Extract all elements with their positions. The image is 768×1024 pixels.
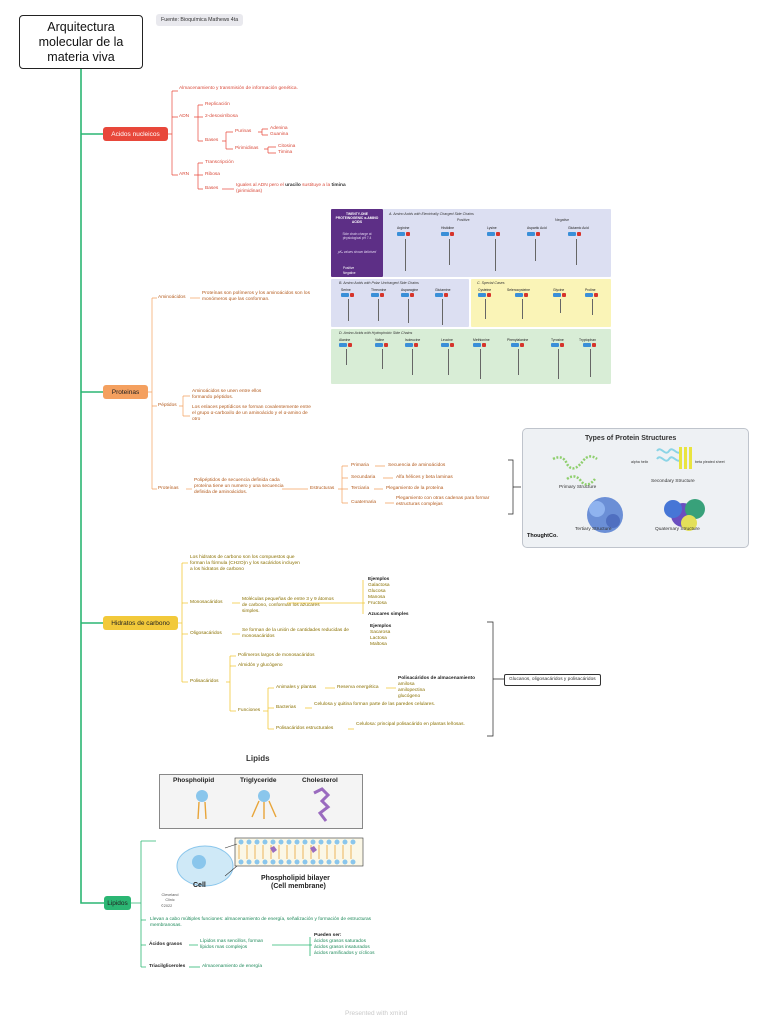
oligosacaridos-desc: Se forman de la unión de cantidades redu… (242, 628, 349, 639)
proteinas-desc: Polipéptidos de secuencia definida cada … (194, 478, 284, 495)
acidos-grasos-tipo: ácidos grasos insaturados (314, 945, 370, 950)
lipid-molecules-illustration (196, 787, 331, 822)
nivel-secundaria-desc: Alfa hélices y beta laminas (396, 475, 453, 480)
map-title: Arquitectura molecular de la materia viv… (19, 15, 143, 69)
adn-guanina: Guanina (270, 132, 289, 137)
aminoacidos-desc: Proteínas son polímeros y los aminoácido… (202, 291, 310, 302)
triacilgliceroles-desc: Almacenamiento de energía (202, 964, 262, 969)
polisacaridos-desc-2: Almidón y glucógeno (238, 663, 283, 668)
oligo-ejemplos-title: Ejemplos (370, 624, 392, 629)
adn-timina: Timina (278, 150, 293, 155)
node-proteinas[interactable]: Proteinas (103, 385, 148, 399)
funcion-reserva: Reserva energética (337, 685, 379, 690)
bilayer-sublabel: (Cell membrane) (271, 883, 326, 890)
mono-ejemplo: Glucosa (368, 589, 386, 594)
footer-credit: Presented with xmind (345, 1010, 408, 1017)
funcion-estructurales: Polisacáridos estructurales (276, 726, 334, 731)
mono-ejemplo: Galactosa (368, 583, 390, 588)
almacenamiento-item: amilosa (398, 682, 415, 687)
peptidos-label: Péptidos (158, 403, 177, 408)
monosacaridos-label: Monosacáridos (190, 600, 223, 605)
lipidos-intro: Llevan a cabo múltiples funciones: almac… (150, 917, 372, 928)
arn-transcripcion: Transcripción (205, 160, 234, 165)
polisacaridos-label: Polisacáridos (190, 679, 219, 684)
polisacaridos-desc-1: Polímeros largos de monosacáridos (238, 653, 315, 658)
node-hidratos-de-carbono[interactable]: Hidratos de carbono (103, 616, 178, 630)
proteinas-sub-label: Proteínas (158, 486, 179, 491)
mono-ejemplo: Manosa (368, 595, 386, 600)
node-acidos-nucleicos[interactable]: Acidos nucleicos (103, 127, 168, 141)
arn-bases-desc: Iguales al ADN pero el uracilo sustituye… (236, 183, 346, 194)
nivel-terciaria-desc: Plegamiento de la proteína (386, 486, 444, 491)
funcion-bacterias-desc: Celulosa y quitina forman parte de las p… (314, 702, 436, 707)
acidos-grasos-tipo: ácidos grasos saturados (314, 939, 366, 944)
arn-label: ARN (179, 172, 190, 177)
adn-purinas: Purinas (235, 129, 252, 134)
nivel-primaria: Primaria (351, 463, 369, 468)
adn-desoxirribosa: 2-desoxirribosa (205, 114, 238, 119)
arn-bases: Bases (205, 186, 219, 191)
funcion-bacterias: Bacterias (276, 705, 296, 710)
aa-panel-c: C. Special Cases Cysteine Selenocysteine… (471, 279, 611, 327)
cell-label: Cell (193, 882, 206, 889)
source-note: Fuente: Bioquímica Mathews 4ta (156, 14, 244, 26)
adn-citosina: Citosina (278, 144, 296, 149)
lipid-types-box: Phospholipid Triglyceride Cholesterol (159, 774, 363, 829)
acidos-grasos-tipo: ácidos ramificados y cíclicos (314, 951, 375, 956)
monosacaridos-desc: Moléculas pequeñas de entre 3 y 9 átomos… (242, 597, 334, 614)
mono-ejemplo: Fructosa (368, 601, 387, 606)
arn-ribosa: Ribosa (205, 172, 220, 177)
estructuras-label: Estructuras (310, 486, 335, 491)
amino-acid-chart: TWENTY-ONE PROTEINOGENIC α-AMINO ACIDS S… (331, 209, 611, 384)
acidos-grasos-tipos-title: Pueden ser: (314, 933, 342, 938)
adn-label: ADN (179, 114, 190, 119)
nivel-terciaria: Terciaria (351, 486, 370, 491)
acidos-grasos-desc: Lípidos mas sencillos, forman lípidos ma… (200, 939, 264, 950)
aa-panel-d: D. Amino Acids with Hydrophobic Side Cha… (331, 329, 611, 384)
hidratos-intro: Los hidratos de carbono son los compuest… (190, 555, 300, 572)
node-lipidos[interactable]: Lipidos (104, 896, 131, 910)
adn-bases: Bases (205, 138, 219, 143)
almacenamiento-item: glucógeno (398, 694, 421, 699)
azucares-simples: Azucares simples (368, 612, 409, 617)
funcion-animales-plantas: Animales y plantas (276, 685, 317, 690)
funciones-label: Funciones (238, 708, 261, 713)
protein-structures-illustration (552, 447, 705, 533)
clinic-year: ©2022 (161, 904, 173, 908)
peptidos-desc-2: Los enlaces peptídicos se forman covalen… (192, 405, 311, 422)
nivel-cuaternaria: Cuaternaria (351, 500, 377, 505)
hidratos-summary: Glucanos, oligosacáridos y polisacáridos (504, 674, 601, 686)
peptidos-desc-1: Aminoácidos se unen entre ellos formando… (192, 389, 262, 400)
triacilgliceroles-label: Triacilgliceroles (149, 964, 186, 969)
nivel-cuaternaria-desc: Plegamiento con otras cadenas para forma… (396, 496, 490, 507)
nivel-secundaria: Secundaria (351, 475, 376, 480)
aa-panel-b: B. Amino Acids with Polar Uncharged Side… (331, 279, 469, 327)
oligo-ejemplo: Maltosa (370, 642, 387, 647)
lipids-title: Lipids (246, 754, 270, 763)
almacenamiento-item: amilopectina (398, 688, 425, 693)
aminoacidos-label: Aminoácidos (158, 295, 186, 300)
oligosacaridos-label: Oligosacáridos (190, 631, 222, 636)
adn-replicacion: Replicación (205, 102, 230, 107)
aa-legend-panel: TWENTY-ONE PROTEINOGENIC α-AMINO ACIDS S… (331, 209, 383, 277)
protein-structures-card: Types of Protein Structures alpha helix … (522, 428, 749, 548)
oligo-ejemplo: Sacarosa (370, 630, 391, 635)
acidos-grasos-label: Ácidos grasos (149, 942, 183, 947)
clinic-credit: Cleveland Clinic (161, 893, 179, 902)
mono-ejemplos-title: Ejemplos (368, 577, 390, 582)
acidos-intro: Almacenamiento y transmisión de informac… (179, 86, 298, 91)
polisacaridos-almacenamiento: Polisacáridos de almacenamiento (398, 676, 476, 681)
cell-membrane-illustration (176, 837, 364, 887)
aa-panel-a: A. Amino Acids with Electrically Charged… (383, 209, 611, 277)
adn-pirimidinas: Pirimidinas (235, 146, 259, 151)
adn-adenina: Adenina (270, 126, 288, 131)
bilayer-label: Phospholipid bilayer (261, 875, 330, 882)
funcion-estructurales-desc: Celulosa: principal polisacárido en plan… (356, 722, 465, 727)
nivel-primaria-desc: Secuencia de aminoácidos (388, 463, 446, 468)
oligo-ejemplo: Lactosa (370, 636, 387, 641)
